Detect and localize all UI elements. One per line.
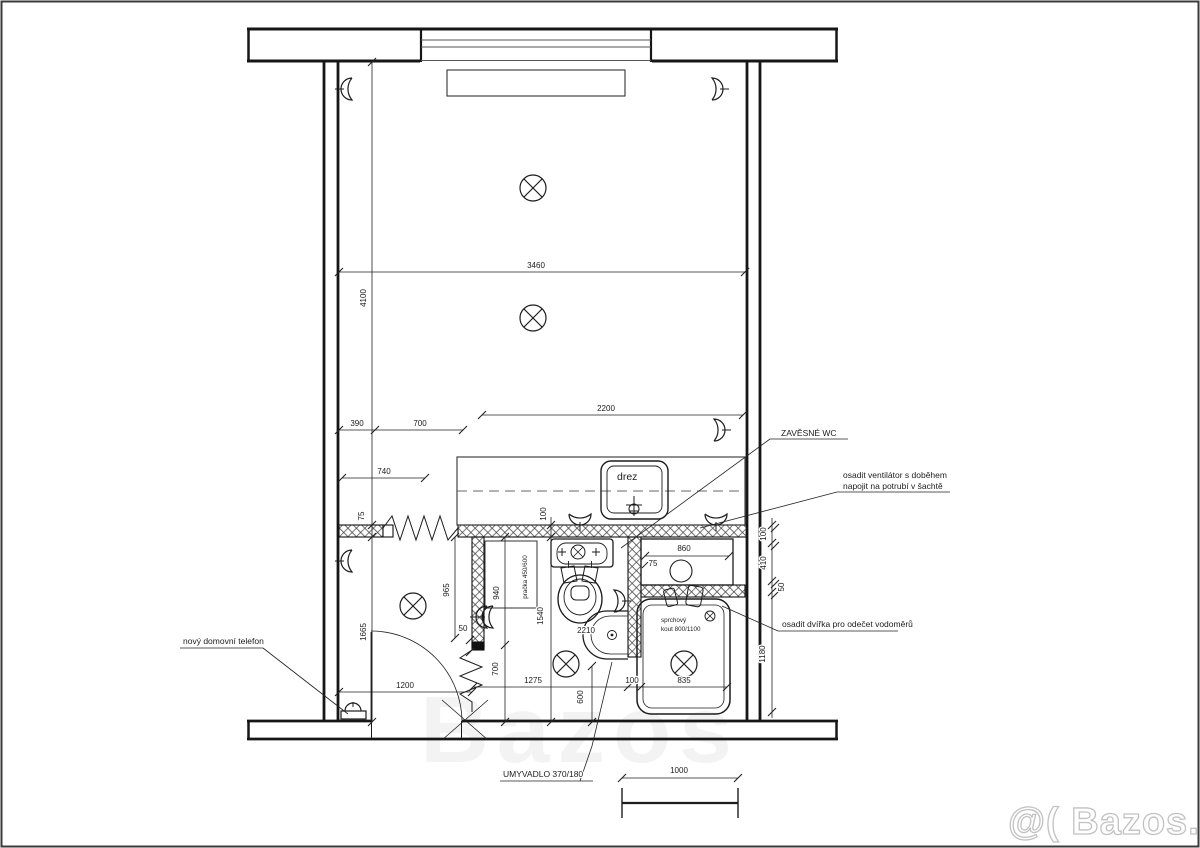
door-swing-arc <box>370 630 463 723</box>
dimension-label: 100 <box>539 507 548 521</box>
light-icon <box>670 650 698 678</box>
toilet-drain <box>570 585 590 601</box>
basin-taps <box>558 548 600 556</box>
dimension-label: 75 <box>649 559 658 568</box>
dimension-label: 700 <box>413 419 427 428</box>
partition-walls <box>338 524 748 658</box>
annotation-leaders <box>180 438 950 782</box>
dimension-label: 940 <box>492 586 501 600</box>
wall-break-cross <box>441 699 489 741</box>
dimension-label: 965 <box>442 583 451 597</box>
label-dvirka: osadit dvířka pro odečet vodoměrů <box>782 619 913 629</box>
toilet <box>557 561 603 624</box>
partition-segment-west <box>338 524 384 538</box>
partition-hall-bath <box>471 536 485 648</box>
dimension-label: 740 <box>377 467 391 476</box>
label-ventilator-2: napojit na potrubí v šachtě <box>843 481 943 491</box>
dimension-label: 600 <box>576 690 585 704</box>
ceiling-lights <box>399 174 698 678</box>
dimension-label: 50 <box>459 624 468 633</box>
fixture-labels: drez pračka 450/600 sprchový kout 800/11… <box>521 470 701 634</box>
dimension-lines: 3460 4100 2200 390 700 740 75 1665 1200 100 965 50 9… <box>334 57 787 783</box>
light-icon <box>399 592 427 620</box>
dimension-label: 700 <box>491 662 500 676</box>
window <box>421 39 651 61</box>
partition-end-solid <box>471 641 485 651</box>
dimension-label: 1540 <box>536 607 545 625</box>
dimension-label: 1180 <box>758 645 767 663</box>
dimension-labels: 3460 4100 2200 390 700 740 75 1665 1200 100 965 50 9… <box>349 260 787 777</box>
small-washbasin <box>582 610 628 660</box>
light-icon <box>552 650 580 678</box>
drez-drain <box>628 503 640 515</box>
basin-faucet <box>570 544 586 560</box>
structural-walls <box>247 27 838 741</box>
light-icon <box>519 304 547 332</box>
shower-tray <box>636 584 731 715</box>
partition-niche-shower <box>640 584 746 598</box>
bazos-watermark: @( Bazos.cz <box>1008 801 1200 843</box>
dimension-label: 390 <box>350 419 364 428</box>
shaft-niche <box>640 538 734 586</box>
entry-door <box>370 630 463 723</box>
label-pracka: pračka 450/600 <box>522 555 529 599</box>
dimension-label: 75 <box>357 511 366 520</box>
annotation-texts: ZAVĚSNÉ WC osadit ventilátor s doběhem n… <box>182 427 948 780</box>
label-drez: drez <box>617 471 637 483</box>
dimension-label: 100 <box>759 527 768 541</box>
partition-break-zigzag <box>382 514 459 542</box>
dimension-label: 860 <box>677 544 691 553</box>
vent-circle <box>669 559 693 583</box>
washing-machine <box>484 540 538 609</box>
dimension-label: 410 <box>759 556 768 570</box>
dimension-label: 1275 <box>524 676 542 685</box>
radiator <box>446 69 626 97</box>
dimension-label: 100 <box>625 676 639 685</box>
label-umyvadlo: UMYVADLO 370/180 <box>503 769 583 779</box>
light-icon <box>519 174 547 202</box>
dimension-label: 835 <box>677 676 691 685</box>
break-symbols <box>382 514 489 741</box>
label-zavesne-wc: ZAVĚSNÉ WC <box>781 428 837 438</box>
shower-mixer <box>663 584 716 622</box>
dimension-label: 2200 <box>597 404 615 413</box>
dimension-label: 1200 <box>396 681 414 690</box>
label-telefon: nový domovní telefon <box>183 636 264 646</box>
door-phone <box>340 702 367 720</box>
dimension-label: 1000 <box>670 766 688 775</box>
label-sprcha-2: kout 800/1100 <box>661 626 701 633</box>
ghost-watermark: Bazos <box>420 677 740 783</box>
scale-bar <box>621 788 739 818</box>
dimension-label: 1665 <box>359 623 368 641</box>
label-sprcha-1: sprchový <box>661 617 687 624</box>
dimension-label: 4100 <box>359 289 368 307</box>
partition-bath-shower <box>627 536 642 658</box>
dimension-label: 3460 <box>527 261 545 270</box>
partition-end-cap <box>382 524 394 538</box>
kitchen-counter <box>456 456 746 526</box>
kitchen-sink-drez <box>600 460 669 520</box>
dimension-label: 50 <box>777 582 786 591</box>
label-ventilator-1: osadit ventilátor s doběhem <box>843 470 947 480</box>
hall-break-zigzag <box>458 649 484 712</box>
window-jambs <box>419 28 653 62</box>
dimension-label: 2210 <box>577 626 595 635</box>
